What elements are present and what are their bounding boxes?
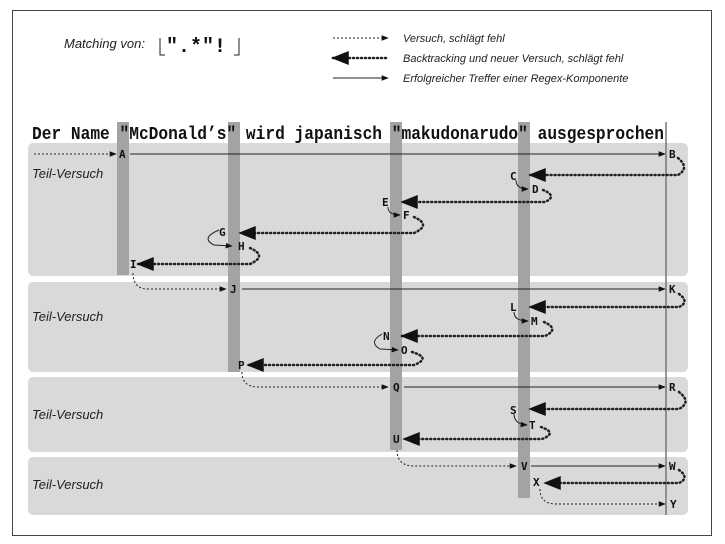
node-d: D	[532, 183, 539, 196]
arrow-k-to-l	[528, 292, 686, 314]
arrow-i-to-j	[132, 272, 227, 292]
arrow-n-to-o	[374, 333, 399, 353]
node-b: B	[669, 148, 676, 161]
legend-dotted-text: Backtracking und neuer Versuch, schlägt …	[403, 53, 624, 65]
pattern-bracket-left	[159, 38, 165, 56]
arrow-o-to-p	[246, 350, 424, 372]
panel-label-2: Teil-Versuch	[32, 309, 103, 324]
node-g: G	[219, 226, 226, 239]
panel-2	[28, 282, 688, 372]
node-p: P	[238, 359, 245, 372]
arrow-p-to-q	[241, 371, 389, 390]
node-f: F	[403, 209, 410, 222]
quote-bar-1	[117, 122, 129, 275]
arrow-m-to-n	[400, 320, 554, 343]
arrow-d-to-e	[400, 188, 553, 209]
node-i: I	[130, 258, 137, 271]
node-v: V	[521, 460, 528, 473]
arrow-b-to-c	[528, 156, 686, 182]
panel-label-3: Teil-Versuch	[32, 407, 103, 422]
quote-bar-4	[518, 122, 530, 498]
subject-string: Der Name "McDonald’s" wird japanisch "ma…	[32, 125, 664, 145]
quote-bar-3	[390, 122, 402, 450]
node-l: L	[510, 301, 517, 314]
node-u: U	[393, 433, 400, 446]
panel-label-1: Teil-Versuch	[32, 166, 103, 181]
node-q: Q	[393, 381, 400, 394]
arrow-h-to-i	[136, 246, 261, 271]
panel-3	[28, 377, 688, 452]
node-x: X	[533, 476, 540, 489]
node-k: K	[669, 283, 676, 296]
arrow-t-to-u	[402, 425, 551, 446]
node-s: S	[510, 404, 517, 417]
pattern-bracket-right	[234, 38, 240, 56]
node-c: C	[510, 170, 517, 183]
legend-dashed-text: Versuch, schlägt fehl	[403, 33, 505, 45]
node-o: O	[401, 344, 408, 357]
arrow-w-to-x	[543, 468, 686, 490]
node-a: A	[119, 148, 126, 161]
matching-label: Matching von:	[64, 36, 145, 51]
arrow-r-to-s	[528, 390, 687, 416]
arrow-l-to-m	[513, 311, 529, 324]
node-t: T	[529, 419, 536, 432]
arrow-e-to-f	[387, 206, 401, 218]
node-n: N	[383, 330, 390, 343]
node-h: H	[238, 240, 245, 253]
node-m: M	[531, 315, 538, 328]
node-w: W	[669, 460, 676, 473]
diagram-frame	[12, 10, 712, 536]
node-e: E	[382, 196, 389, 209]
regex-pattern: ".*"!	[166, 36, 226, 59]
arrow-c-to-d	[515, 179, 529, 192]
arrow-x-to-y	[539, 488, 666, 507]
arrow-s-to-t	[513, 413, 528, 428]
legend-solid-text: Erfolgreicher Treffer einer Regex-Kompon…	[403, 73, 628, 85]
node-j: J	[230, 283, 237, 296]
quote-bar-2	[228, 122, 240, 372]
panel-label-4: Teil-Versuch	[32, 477, 103, 492]
node-r: R	[669, 381, 676, 394]
node-y: Y	[670, 498, 677, 511]
arrow-g-to-h	[207, 229, 233, 249]
arrow-f-to-g	[238, 215, 425, 240]
